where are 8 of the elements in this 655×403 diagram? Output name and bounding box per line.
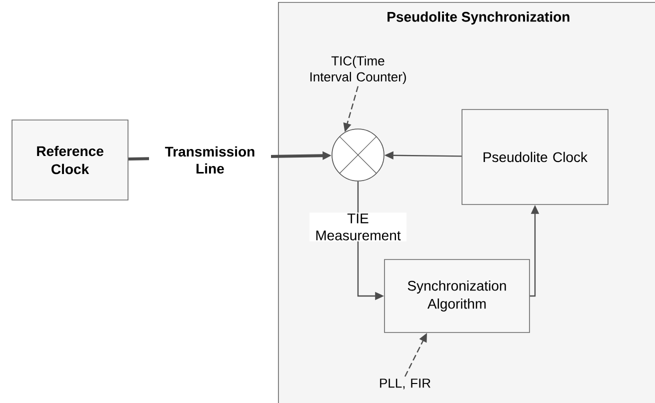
annotation-text: PLL, FIR: [380, 378, 430, 390]
process-box: Synchronization Algorithm: [384, 259, 530, 333]
process-box: Pseudolite Clock: [462, 109, 608, 205]
edge-label: TIE Measurement: [310, 212, 406, 242]
edge-label: Transmission Line: [149, 145, 271, 175]
process-box: Reference Clock: [12, 120, 128, 200]
annotation-text: TIC(Time Interval Counter): [310, 56, 406, 84]
mixer-circle: [332, 128, 384, 182]
